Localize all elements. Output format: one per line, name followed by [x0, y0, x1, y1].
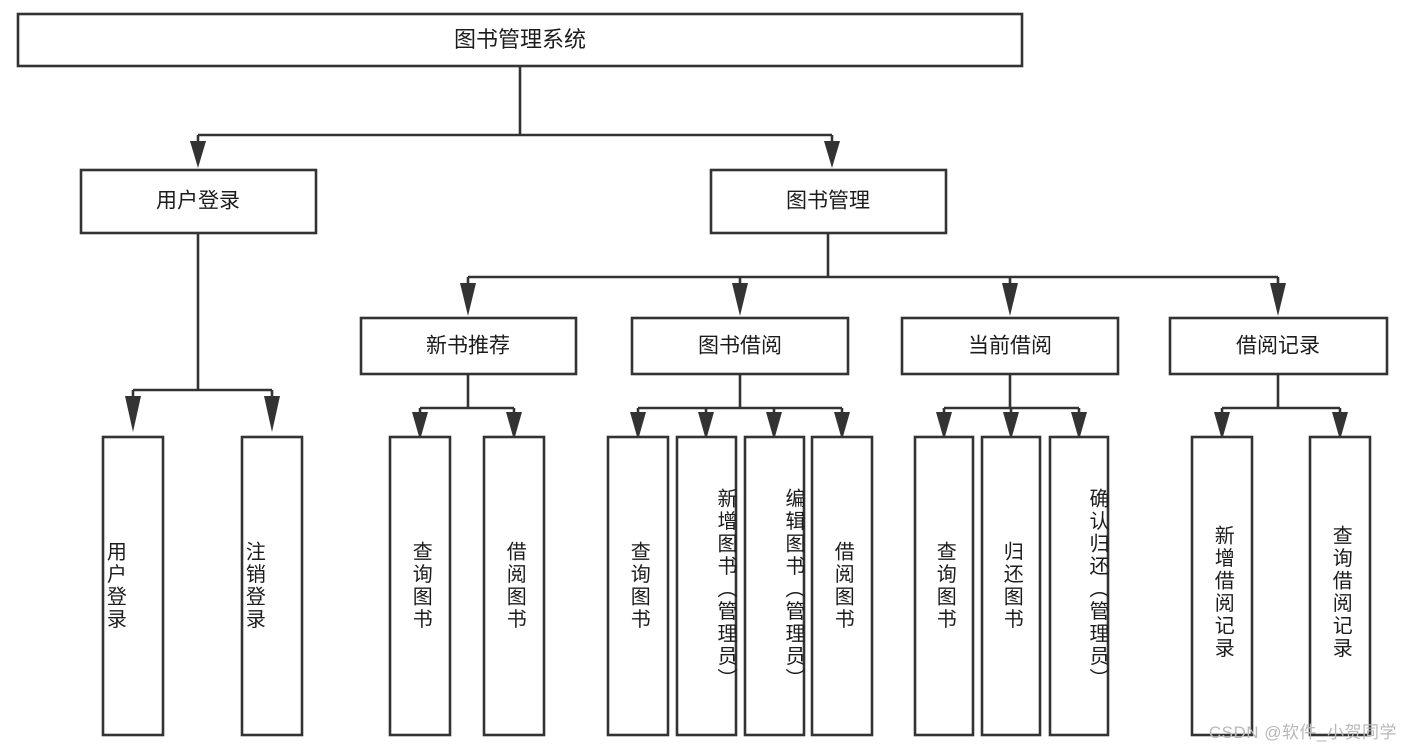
connector-group-book-management — [460, 233, 1286, 316]
node-box-user-login[interactable] — [79, 168, 318, 235]
node-box-current-borrow[interactable] — [900, 316, 1120, 376]
node-box-book-borrow[interactable] — [630, 316, 850, 376]
connector-group-user-login — [125, 233, 280, 432]
node-label-root: 图书管理系统 — [454, 27, 586, 52]
node-label-current-borrow: 当前借阅 — [968, 335, 1052, 358]
node-current-borrow[interactable] — [900, 316, 1120, 376]
arrow-head-icon — [1071, 412, 1087, 440]
connector-group-borrow-record — [1214, 374, 1348, 440]
connector-group-current-borrow — [936, 374, 1087, 440]
leaf-box-borrow-record-1[interactable] — [1308, 435, 1372, 737]
connector-group-root — [190, 66, 840, 168]
arrow-head-icon — [506, 412, 522, 440]
arrow-head-icon — [732, 283, 748, 316]
node-borrow-record[interactable] — [1168, 316, 1389, 376]
arrow-head-icon — [264, 396, 280, 432]
node-label-new-book-recommend: 新书推荐 — [426, 335, 510, 358]
node-box-root[interactable] — [16, 12, 1024, 68]
arrow-head-icon — [824, 141, 840, 168]
node-label-book-borrow: 图书借阅 — [698, 335, 782, 358]
node-root[interactable] — [16, 12, 1024, 68]
leaf-box-current-borrow-1[interactable] — [980, 435, 1042, 737]
leaf-box-user-login-0[interactable] — [101, 435, 165, 737]
leaf-box-current-borrow-2[interactable] — [1048, 435, 1110, 737]
leaf-box-book-borrow-2[interactable] — [743, 435, 806, 737]
arrow-head-icon — [766, 412, 782, 440]
arrow-head-icon — [1003, 412, 1019, 440]
node-box-borrow-record[interactable] — [1168, 316, 1389, 376]
node-label-user-login: 用户登录 — [156, 190, 240, 213]
node-label-borrow-record: 借阅记录 — [1236, 335, 1320, 358]
node-new-book-recommend[interactable] — [359, 316, 578, 376]
arrow-head-icon — [412, 412, 428, 440]
leaf-box-book-borrow-3[interactable] — [810, 435, 874, 737]
leaf-box-user-login-1[interactable] — [240, 435, 304, 737]
arrow-head-icon — [125, 396, 141, 432]
leaf-box-current-borrow-0[interactable] — [913, 435, 975, 737]
node-box-new-book-recommend[interactable] — [359, 316, 578, 376]
node-label-book-management: 图书管理 — [786, 190, 870, 213]
leaf-box-book-borrow-0[interactable] — [606, 435, 670, 737]
arrow-head-icon — [630, 412, 646, 440]
leaf-box-borrow-record-0[interactable] — [1190, 435, 1254, 737]
leaf-box-new-book-1[interactable] — [482, 435, 546, 737]
arrow-head-icon — [834, 412, 850, 440]
connector-group-new-book-recommend — [412, 374, 522, 440]
arrow-head-icon — [190, 141, 206, 168]
leaf-box-new-book-0[interactable] — [388, 435, 452, 737]
arrow-head-icon — [460, 283, 476, 316]
node-book-borrow[interactable] — [630, 316, 850, 376]
arrow-head-icon — [698, 412, 714, 440]
leaf-box-book-borrow-1[interactable] — [675, 435, 738, 737]
arrow-head-icon — [936, 412, 952, 440]
arrow-head-icon — [1214, 412, 1230, 440]
node-user-login[interactable] — [79, 168, 318, 235]
arrow-head-icon — [1332, 412, 1348, 440]
arrow-head-icon — [1270, 283, 1286, 316]
watermark: CSDN @软件_小贺同学 — [1208, 723, 1397, 742]
connector-group-book-borrow — [630, 374, 850, 440]
arrow-head-icon — [1002, 283, 1018, 316]
